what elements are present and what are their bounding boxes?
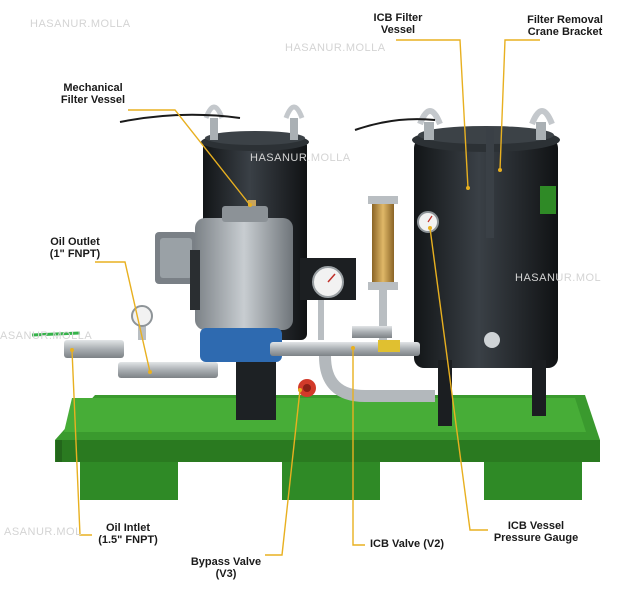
watermark: ASANUR.MOL bbox=[4, 526, 82, 538]
center-pressure-gauge bbox=[300, 258, 356, 340]
skid-base bbox=[55, 395, 600, 500]
sight-glass bbox=[368, 196, 398, 340]
watermark: ASANUR.MOLLA bbox=[0, 330, 93, 342]
label-icb-vessel-pressure-gauge: ICB Vessel Pressure Gauge bbox=[493, 520, 579, 544]
motor-pump bbox=[155, 206, 293, 420]
icb-filter-vessel bbox=[354, 108, 560, 426]
leader-lines bbox=[70, 39, 540, 556]
label-oil-outlet: Oil Outlet (1" FNPT) bbox=[49, 236, 101, 260]
label-oil-inlet: Oil Intlet (1.5" FNPT) bbox=[98, 522, 158, 546]
watermark: HASANUR.MOLLA bbox=[285, 42, 386, 54]
piping bbox=[31, 305, 435, 402]
label-mechanical-filter-vessel: Mechanical Filter Vessel bbox=[60, 82, 126, 106]
label-icb-filter-vessel: ICB Filter Vessel bbox=[373, 12, 423, 36]
watermark: HASANUR.MOLLA bbox=[30, 18, 131, 30]
label-bypass-valve: Bypass Valve (V3) bbox=[190, 556, 262, 580]
watermark: HASANUR.MOLLA bbox=[250, 152, 351, 164]
icb-vessel-pressure-gauge bbox=[417, 211, 439, 233]
label-filter-removal-crane-bracket: Filter Removal Crane Bracket bbox=[527, 14, 603, 38]
label-icb-valve: ICB Valve (V2) bbox=[370, 538, 444, 550]
bypass-valve bbox=[298, 379, 316, 397]
watermark: HASANUR.MOL bbox=[515, 272, 602, 284]
